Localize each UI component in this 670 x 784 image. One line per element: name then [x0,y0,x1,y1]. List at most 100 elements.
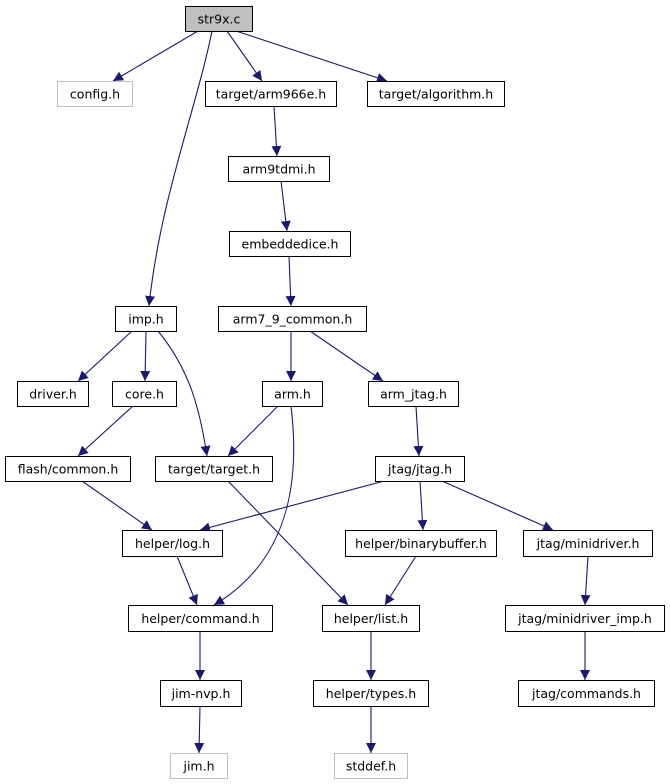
node-target-target[interactable]: target/target.h [155,456,273,482]
node-arm-jtag[interactable]: arm_jtag.h [368,381,459,407]
node-box [128,605,273,632]
node-commands[interactable]: jtag/commands.h [518,680,655,707]
node-box [375,456,465,482]
node-minidriver[interactable]: jtag/minidriver.h [523,530,653,557]
node-label: helper/command.h [141,611,259,626]
node-jtag-jtag[interactable]: jtag/jtag.h [375,456,465,482]
node-box [185,6,253,32]
node-flash-common[interactable]: flash/common.h [5,456,131,482]
node-label: flash/common.h [18,462,119,477]
node-box [5,456,131,482]
node-arm[interactable]: arm.h [262,381,323,407]
node-box [368,381,459,407]
edge-target_target-to-list [227,480,349,606]
node-label: driver.h [29,387,77,402]
node-box [322,605,420,632]
node-box [334,753,408,779]
node-arm7-9[interactable]: arm7_9_common.h [218,306,367,332]
node-label: helper/log.h [135,536,210,551]
node-label: config.h [70,87,120,102]
node-label: target/target.h [168,462,260,477]
edge-flash_common-to-log [81,480,153,531]
edge-imp-to-target_target [157,330,211,457]
node-box [313,680,429,707]
node-imp[interactable]: imp.h [115,306,177,332]
node-label: jtag/minidriver.h [536,536,640,551]
node-driver[interactable]: driver.h [17,381,89,407]
edge-minidriver-to-minidriver_imp [580,555,591,606]
node-stddef[interactable]: stddef.h [334,753,408,779]
edge-embeddedice-to-arm7_9 [285,255,296,307]
node-label: imp.h [128,312,163,327]
node-label: helper/types.h [326,686,416,701]
node-box [170,753,228,779]
node-algorithm[interactable]: target/algorithm.h [367,81,505,107]
edge-arm-to-command [213,405,295,606]
node-box [218,306,367,332]
node-jim[interactable]: jim.h [170,753,228,779]
node-config[interactable]: config.h [57,81,133,107]
node-box [228,156,330,182]
node-box [367,81,505,107]
node-jim-nvp[interactable]: jim-nvp.h [160,680,242,707]
edge-layer [77,30,591,754]
node-layer: str9x.c config.h target/arm966e.h target/al… [5,6,665,779]
node-arm966e[interactable]: target/arm966e.h [205,81,337,107]
node-minidriver-imp[interactable]: jtag/minidriver_imp.h [505,605,665,632]
node-box [345,530,497,557]
node-label: arm7_9_common.h [233,312,353,327]
node-arm9tdmi[interactable]: arm9tdmi.h [228,156,330,182]
edge-str9x-to-arm966e [226,30,263,82]
node-box [160,680,242,707]
node-box [523,530,653,557]
node-label: helper/binarybuffer.h [355,536,487,551]
edge-jtag_jtag-to-binarybuffer [417,480,428,531]
node-box [115,306,177,332]
edge-core-to-flash_common [77,405,134,457]
node-label: arm9tdmi.h [242,162,315,177]
node-list[interactable]: helper/list.h [322,605,420,632]
node-box [112,381,177,407]
node-label: target/algorithm.h [379,87,493,102]
node-box [262,381,323,407]
edge-str9x-to-algorithm [235,30,388,83]
node-box [122,530,223,557]
node-box [205,81,337,107]
node-label: embeddedice.h [242,237,339,252]
edge-str9x-to-config [112,30,199,82]
edge-str9x-to-imp [145,30,213,307]
node-label: str9x.c [198,12,241,27]
edge-jtag_jtag-to-log [199,480,385,533]
edge-jim_nvp-to-jim [194,705,205,754]
node-types[interactable]: helper/types.h [313,680,429,707]
edge-imp-to-driver [77,330,133,382]
edge-arm7_9-to-arm_jtag [309,330,384,382]
edge-imp-to-core [140,330,151,382]
node-label: target/arm966e.h [216,87,326,102]
node-label: arm_jtag.h [380,387,447,402]
node-label: jim-nvp.h [171,686,231,701]
node-label: jtag/commands.h [531,686,641,701]
node-command[interactable]: helper/command.h [128,605,273,632]
node-box [518,680,655,707]
node-label: jim.h [182,759,214,774]
node-box [57,81,133,107]
node-label: jtag/minidriver_imp.h [517,611,652,626]
node-core[interactable]: core.h [112,381,177,407]
node-label: core.h [125,387,164,402]
node-embeddedice[interactable]: embeddedice.h [229,231,351,257]
node-binarybuffer[interactable]: helper/binarybuffer.h [345,530,497,557]
edge-binarybuffer-to-list [384,555,417,606]
edge-log-to-command [176,555,198,606]
node-label: stddef.h [346,759,396,774]
node-label: arm.h [274,387,311,402]
edge-arm-to-target_target [227,405,279,457]
node-box [229,231,351,257]
node-label: jtag/jtag.h [387,462,452,477]
edge-arm9tdmi-to-embeddedice [280,180,291,232]
node-log[interactable]: helper/log.h [122,530,223,557]
edge-arm_jtag-to-jtag_jtag [413,405,424,457]
node-str9x: str9x.c [185,6,253,32]
node-label: helper/list.h [334,611,408,626]
